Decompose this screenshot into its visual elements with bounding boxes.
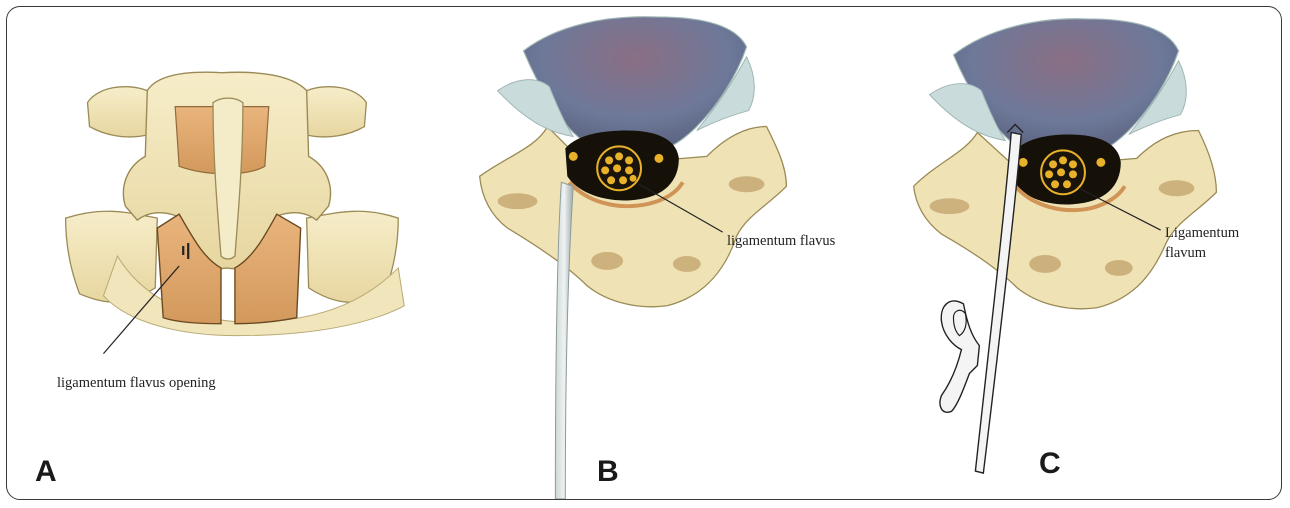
opening-mark [187,243,189,259]
panel-b: ligamentum flavus B [427,7,857,499]
vertebrae-posterior-illustration [7,7,427,499]
caption-b: ligamentum flavus [727,233,835,250]
caption-c-line2: flavum [1165,243,1239,263]
panel-c: Ligamentum flavum C [857,7,1282,499]
opening-mark [182,246,184,255]
instrument-handle [940,301,979,412]
caption-c: Ligamentum flavum [1165,223,1239,263]
caption-c-line1: Ligamentum [1165,223,1239,243]
panel-a: ligamentum flavus opening A [7,7,427,499]
panel-letter-a: A [35,455,57,489]
figure-frame: ligamentum flavus opening A [6,6,1282,500]
caption-a: ligamentum flavus opening [57,375,216,392]
panel-letter-c: C [1039,447,1061,481]
panel-letter-b: B [597,455,619,489]
axial-section-needle-illustration [427,7,857,499]
